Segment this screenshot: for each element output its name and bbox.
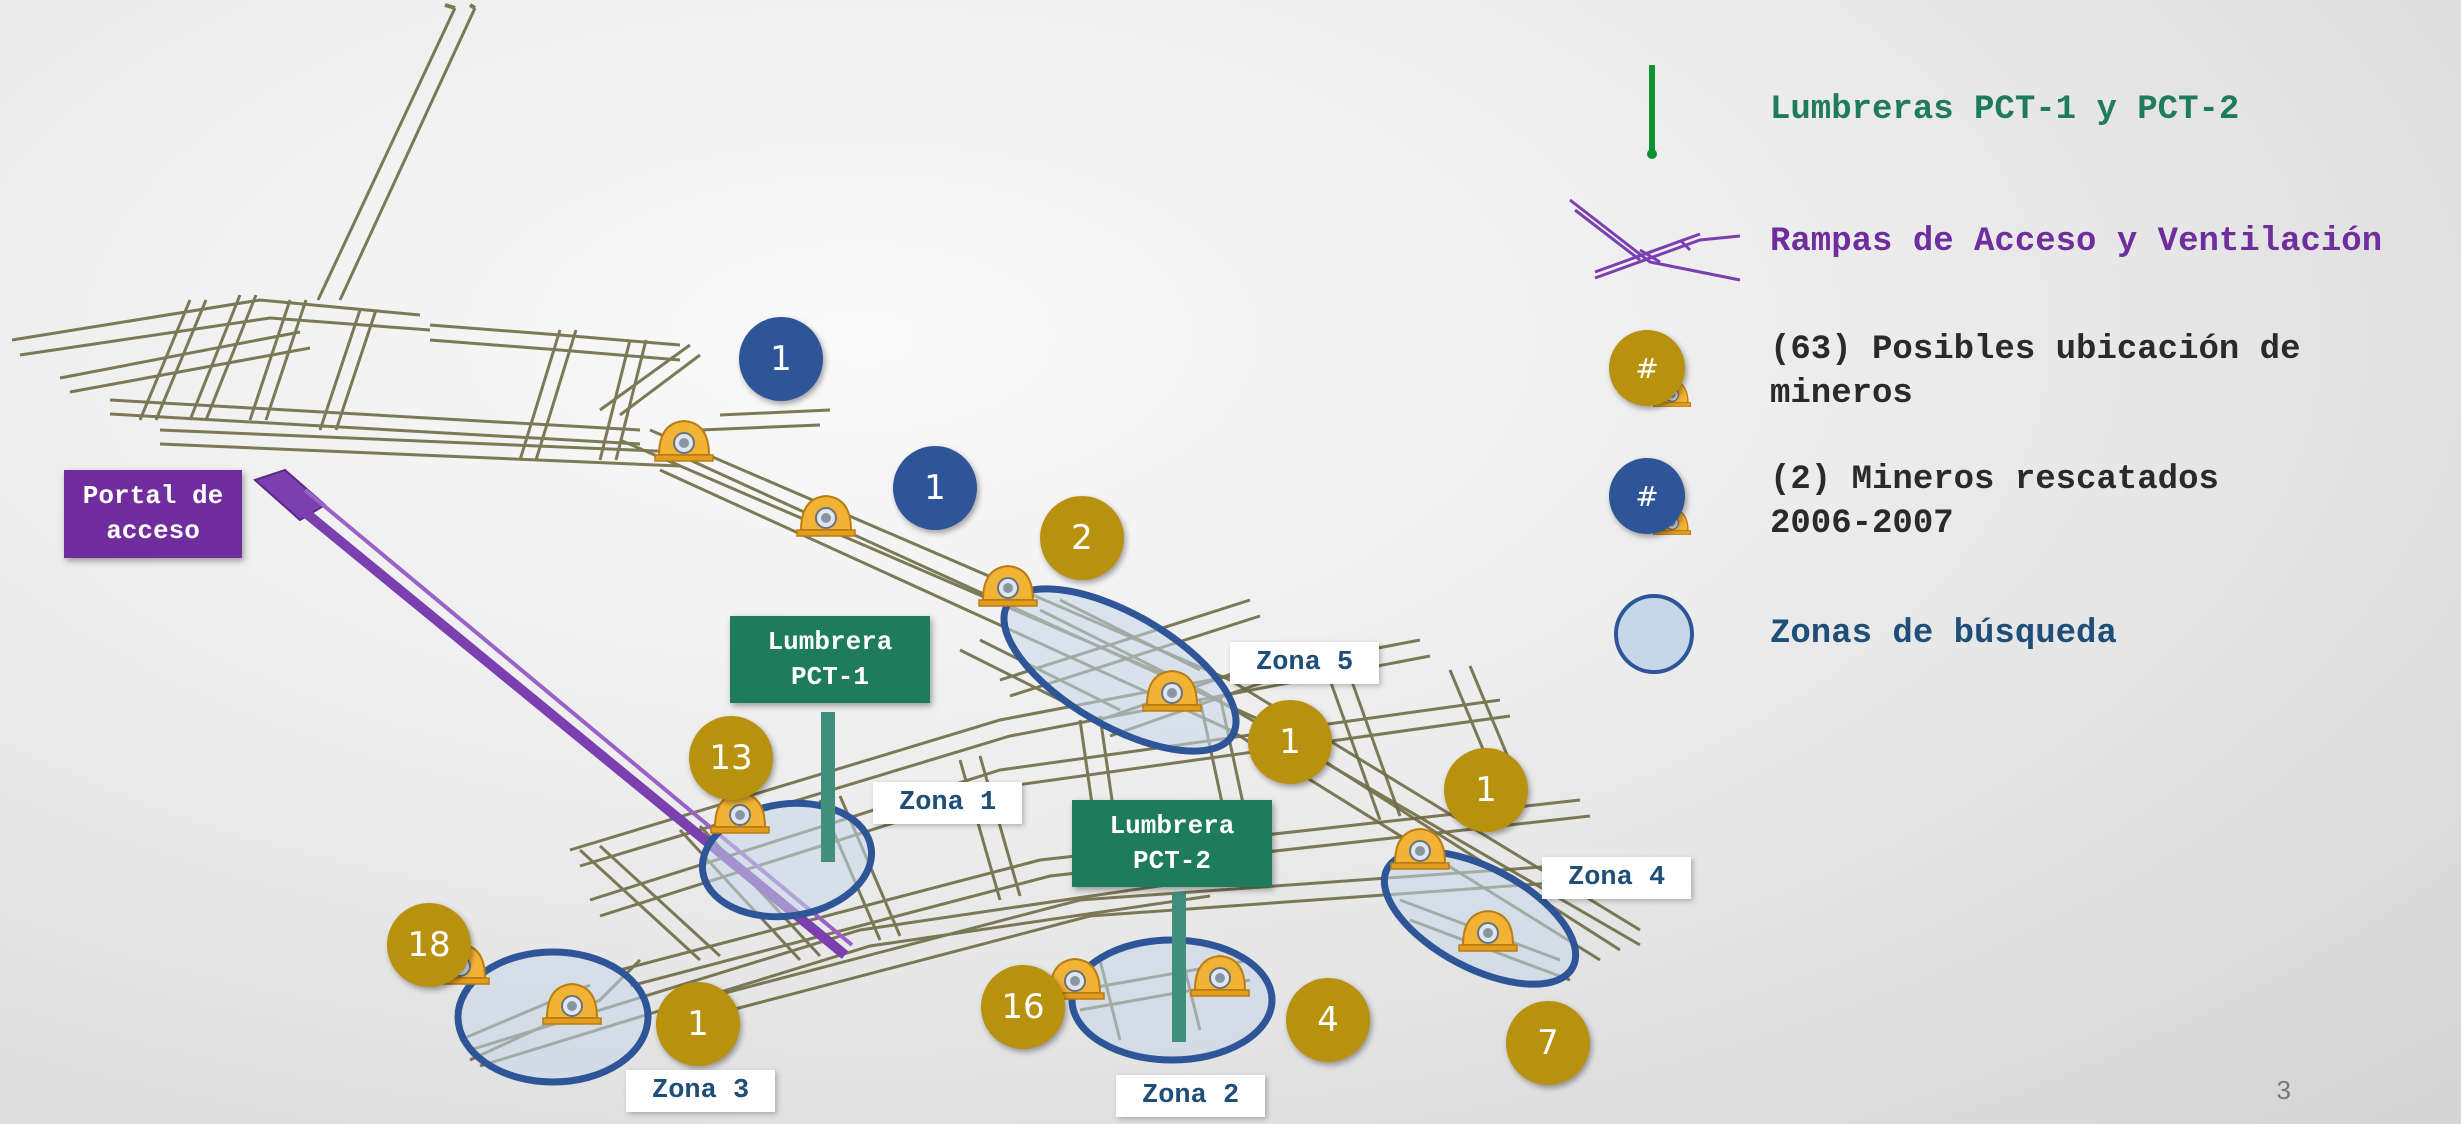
legend-rescued-line2: 2006-2007 <box>1770 505 1954 543</box>
miner-helmet-icon <box>1389 823 1451 873</box>
miner-helmet-icon <box>653 415 715 465</box>
zone-5-label: Zona 5 <box>1230 642 1380 684</box>
shaft-pct2-label-line1: Lumbrera <box>1109 810 1235 841</box>
legend-shafts-text: Lumbreras PCT-1 y PCT-2 <box>1770 91 2240 129</box>
legend-rescued-text: (2) Mineros rescatados 2006-2007 <box>1770 458 2219 546</box>
legend-miner-icon: # <box>1609 330 1685 406</box>
miner-helmet-icon <box>1141 665 1203 715</box>
portal-label-line2: acceso <box>106 516 200 546</box>
rescued-count-circle: 1 <box>893 446 977 530</box>
legend-rescued-icon: # <box>1609 458 1685 534</box>
legend-possible-miners-line2: mineros <box>1770 375 1913 413</box>
legend-rescued-symbol: # <box>1635 479 1659 513</box>
shaft-pct1-label-line1: Lumbrera <box>767 626 893 657</box>
miner-count-circle: 2 <box>1040 496 1124 580</box>
portal-label-line1: Portal de <box>82 481 224 511</box>
miner-count-circle: 1 <box>656 982 740 1066</box>
shaft-pct2-label: Lumbrera PCT-2 <box>1072 800 1272 887</box>
zone-2-label: Zona 2 <box>1116 1075 1266 1117</box>
miner-count-circle: 16 <box>981 965 1065 1049</box>
miner-helmet-icon <box>977 560 1039 610</box>
legend-ramps-text: Rampas de Acceso y Ventilación <box>1770 223 2383 261</box>
portal-label: Portal de acceso <box>64 470 242 558</box>
legend-zones-text: Zonas de búsqueda <box>1770 615 2117 653</box>
legend-shaft-icon <box>1647 65 1657 159</box>
miner-count-circle: 1 <box>1248 700 1332 784</box>
shafts <box>821 712 1186 1042</box>
miner-helmet-icon <box>1457 905 1519 955</box>
miner-count-circle: 4 <box>1286 978 1370 1062</box>
miner-helmet-icon <box>1189 950 1251 1000</box>
legend-rescued-line1: (2) Mineros rescatados <box>1770 461 2219 499</box>
legend-possible-miners-line1: (63) Posibles ubicación de <box>1770 331 2301 369</box>
shaft-pct1 <box>821 712 835 862</box>
shaft-pct2 <box>1172 892 1186 1042</box>
page-number: 3 <box>2276 1075 2291 1105</box>
miner-count-circle: 18 <box>387 903 471 987</box>
zone-4-label: Zona 4 <box>1542 857 1692 899</box>
legend-zone-icon <box>1614 594 1694 674</box>
shaft-pct1-label-line2: PCT-1 <box>790 661 869 692</box>
zone-3-label: Zona 3 <box>626 1070 776 1112</box>
legend-miner-symbol: # <box>1635 351 1659 385</box>
zone-1-label: Zona 1 <box>873 782 1023 824</box>
miner-count-circle: 13 <box>689 716 773 800</box>
shaft-pct1-label: Lumbrera PCT-1 <box>730 616 930 703</box>
legend-possible-miners-text: (63) Posibles ubicación de mineros <box>1770 328 2301 416</box>
shaft-pct2-label-line2: PCT-2 <box>1132 845 1211 876</box>
miner-count-circle: 7 <box>1506 1001 1590 1085</box>
legend-ramp-icon <box>1569 198 1741 282</box>
miner-count-circle: 1 <box>1444 748 1528 832</box>
miner-helmet-icon <box>541 978 603 1028</box>
miner-helmet-icon <box>795 490 857 540</box>
rescued-count-circle: 1 <box>739 317 823 401</box>
